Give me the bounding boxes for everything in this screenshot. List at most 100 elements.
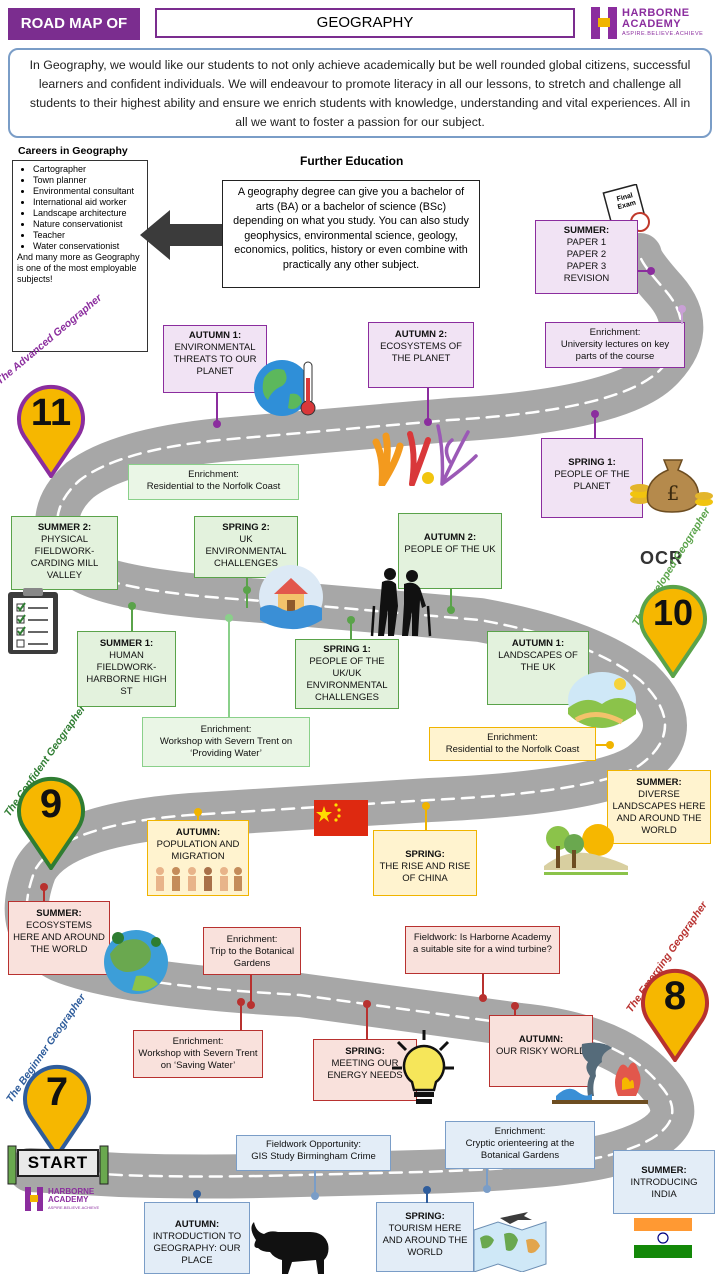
pin-line <box>427 388 429 422</box>
pin-line <box>250 975 252 1005</box>
career-item: Water conservationist <box>33 241 143 252</box>
badge-8: 8 <box>638 962 712 1064</box>
badge-7: 7 <box>20 1058 94 1160</box>
y11-summer-title: SUMMER: <box>563 225 610 236</box>
pin-line <box>228 620 230 718</box>
pin-line <box>425 808 427 830</box>
y7-autumn-text: INTRODUCTION TO GEOGRAPHY: OUR PLACE <box>152 1231 242 1266</box>
pin-line <box>366 1004 368 1040</box>
pin-line <box>426 1190 428 1203</box>
y10-autumn2-text: PEOPLE OF THE UK <box>404 544 496 555</box>
y10-spring1-box: SPRING 1: PEOPLE OF THE UK/UK ENVIRONMEN… <box>295 639 399 709</box>
pin-dot <box>40 883 48 891</box>
y7-spring-text: TOURISM HERE AND AROUND THE WORLD <box>382 1223 468 1258</box>
y7-summer-title: SUMMER: <box>641 1165 687 1176</box>
career-item: Cartographer <box>33 164 143 175</box>
world-map-plane-icon <box>473 1212 547 1272</box>
map-pin-icon <box>23 1064 91 1160</box>
y10-enrichment-norfolk-title: Enrichment: <box>188 469 239 480</box>
india-flag-icon <box>634 1218 692 1258</box>
pin-dot <box>193 1190 201 1198</box>
y8-enrichment-water-text: Workshop with Severn Trent on ‘Saving Wa… <box>138 1048 258 1071</box>
careers-footer: And many more as Geography is one of the… <box>17 252 140 284</box>
pin-dot <box>422 802 430 810</box>
roadmap-label-text: ROAD MAP OF <box>20 15 128 32</box>
y8-enrichment-botanical-title: Enrichment: <box>226 934 278 945</box>
y11-summer-line: PAPER 2 <box>566 249 607 260</box>
y8-enrichment-water-box: Enrichment: Workshop with Severn Trent o… <box>133 1030 263 1078</box>
y9-enrichment-norfolk-text: Residential to the Norfolk Coast <box>445 744 580 755</box>
further-education-text: A geography degree can give you a bachel… <box>233 186 469 271</box>
school-logo-small: HARBORNE ACADEMY ASPIRE.BELIEVE.ACHIEVE <box>24 1186 114 1220</box>
pin-line <box>196 1194 198 1203</box>
start-sign: START <box>6 1144 110 1186</box>
pin-line <box>594 415 596 439</box>
pin-dot <box>347 616 355 624</box>
careers-list: Cartographer Town planner Environmental … <box>17 164 143 252</box>
y9-summer-text: DIVERSE LANDSCAPES HERE AND AROUND THE W… <box>612 789 706 836</box>
arrow-icon <box>140 210 230 260</box>
y11-summer-box: SUMMER: PAPER 1 PAPER 2 PAPER 3 REVISION <box>535 220 638 294</box>
roadmap-label: ROAD MAP OF <box>8 8 140 40</box>
y8-spring-title: SPRING: <box>345 1046 385 1057</box>
y7-summer-text: INTRODUCING INDIA <box>630 1177 698 1200</box>
pin-line <box>486 1169 488 1189</box>
y10-enrichment-norfolk-box: Enrichment: Residential to the Norfolk C… <box>128 464 299 500</box>
pin-line <box>131 606 133 632</box>
y10-summer1-title: SUMMER 1: <box>99 638 154 649</box>
career-item: Town planner <box>33 175 143 186</box>
y10-enrichment-water-text: Workshop with Severn Trent on ‘Providing… <box>159 736 293 759</box>
y10-autumn2-title: AUTUMN 2: <box>423 532 477 543</box>
y10-summer2-title: SUMMER 2: <box>37 522 92 533</box>
badge-10: 10 <box>636 578 710 680</box>
y8-autumn-box: AUTUMN: OUR RISKY WORLD <box>489 1015 593 1087</box>
y9-autumn-title: AUTUMN: <box>175 827 221 838</box>
pin-dot <box>213 420 221 428</box>
y11-spring1-box: SPRING 1: PEOPLE OF THE PLANET <box>541 438 643 518</box>
pin-line <box>240 1004 242 1031</box>
pin-dot <box>606 741 614 749</box>
pin-dot <box>483 1185 491 1193</box>
pin-line <box>596 744 610 746</box>
y9-spring-text: THE RISE AND RISE OF CHINA <box>379 861 471 884</box>
map-pin-icon <box>17 384 85 480</box>
badge-11: 11 <box>14 378 88 480</box>
ecosystem-globe-icon <box>104 930 168 994</box>
badge-number: 7 <box>45 1070 69 1114</box>
y7-enrichment-orienteering-box: Enrichment: Cryptic orienteering at the … <box>445 1121 595 1169</box>
y10-spring2-box: SPRING 2: UK ENVIRONMENTAL CHALLENGES <box>194 516 298 578</box>
china-flag-icon <box>314 800 368 836</box>
people-chain-icon <box>156 867 242 891</box>
pin-line <box>514 1008 516 1016</box>
y11-autumn2-box: AUTUMN 2: ECOSYSTEMS OF THE PLANET <box>368 322 474 388</box>
y11-summer-line: PAPER 1 <box>566 237 607 248</box>
y10-summer2-text: PHYSICAL FIELDWORK- CARDING MILL VALLEY <box>30 534 99 581</box>
further-education-title: Further Education <box>300 154 404 168</box>
y11-autumn1-box: AUTUMN 1: ENVIRONMENTAL THREATS TO OUR P… <box>163 325 267 393</box>
y8-enrichment-botanical-box: Enrichment: Trip to the Botanical Garden… <box>203 927 301 975</box>
pin-line <box>216 393 218 423</box>
pin-dot <box>363 1000 371 1008</box>
pin-dot <box>447 606 455 614</box>
school-name-line1: HARBORNE <box>48 1187 95 1196</box>
school-logo: HARBORNE ACADEMY ASPIRE.BELIEVE.ACHIEVE <box>590 6 715 42</box>
y8-fieldwork-wind-title: Fieldwork: <box>413 932 458 943</box>
y11-enrichment-uni-text: University lectures on key parts of the … <box>560 339 670 362</box>
pin-line <box>482 974 484 998</box>
pin-line <box>450 589 452 611</box>
pin-dot <box>678 305 686 313</box>
y8-spring-text: MEETING OUR ENERGY NEEDS <box>327 1058 403 1081</box>
y8-summer-box: SUMMER: ECOSYSTEMS HERE AND AROUND THE W… <box>8 901 110 975</box>
y8-spring-box: SPRING: MEETING OUR ENERGY NEEDS <box>313 1039 417 1101</box>
y10-spring2-title: SPRING 2: <box>222 522 270 533</box>
pin-dot <box>647 267 655 275</box>
y8-fieldwork-wind-box: Fieldwork: Is Harborne Academy a suitabl… <box>405 926 560 974</box>
earth-thermometer-icon <box>254 360 316 416</box>
y10-summer2-box: SUMMER 2: PHYSICAL FIELDWORK- CARDING MI… <box>11 516 118 590</box>
y8-autumn-title: AUTUMN: <box>518 1034 564 1045</box>
y9-enrichment-norfolk-title: Enrichment: <box>487 732 538 743</box>
career-item: Nature conservationist <box>33 219 143 230</box>
pin-dot <box>225 614 233 622</box>
career-item: Teacher <box>33 230 143 241</box>
